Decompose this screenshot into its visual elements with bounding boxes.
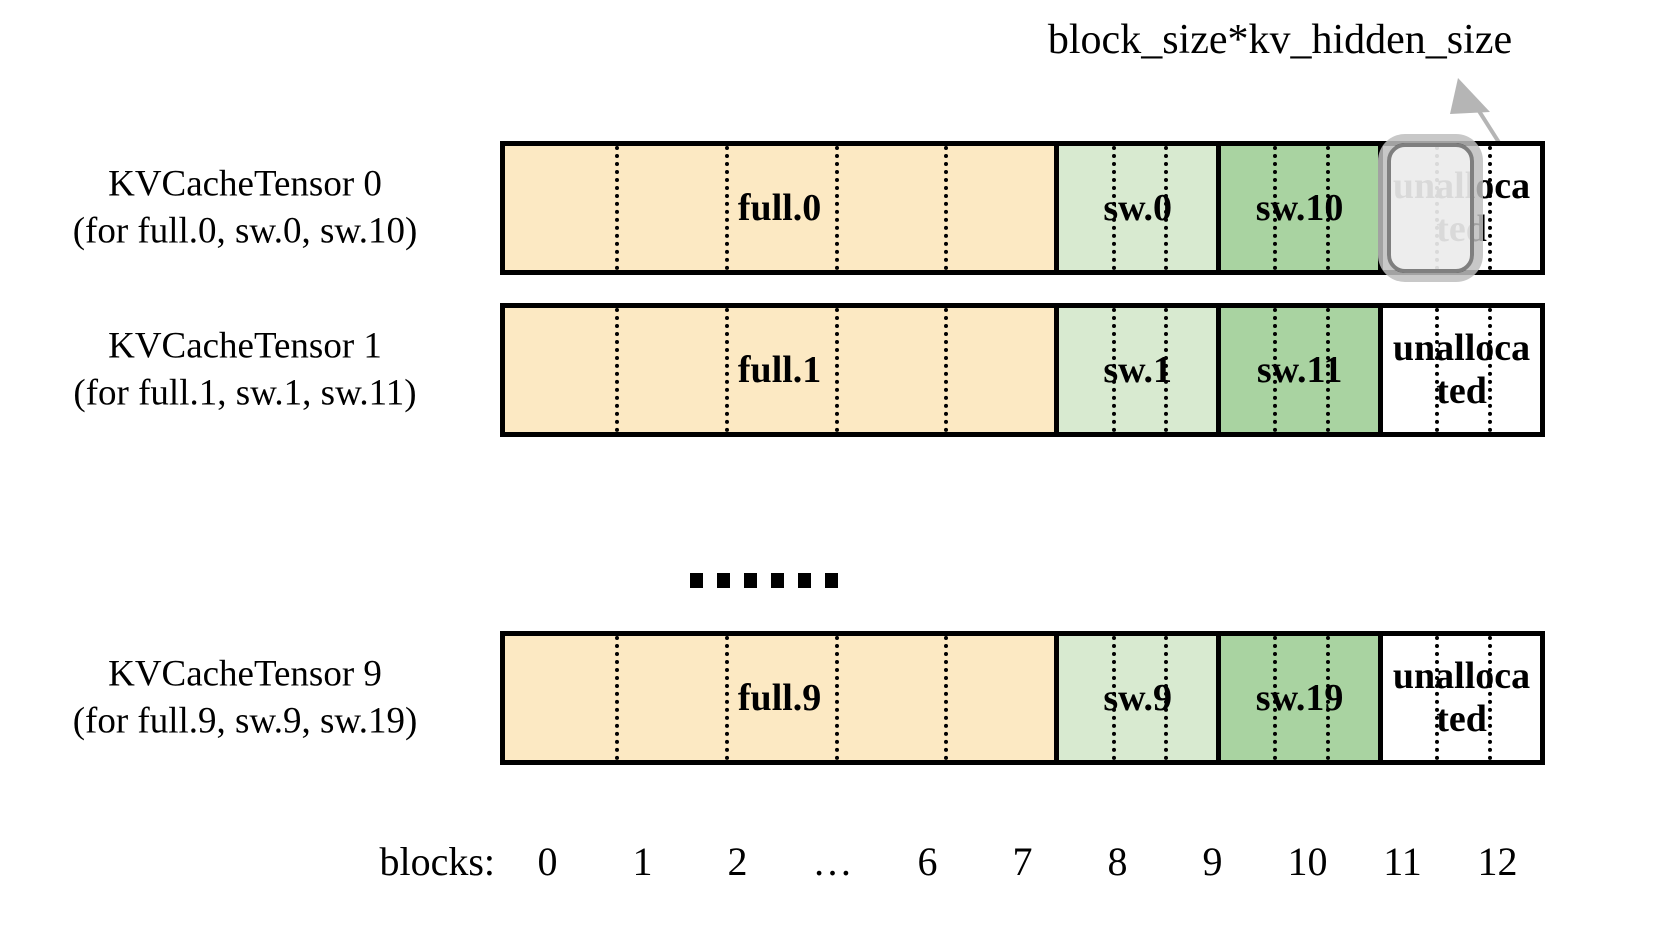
bar-segment-label: sw.1 xyxy=(1103,348,1173,391)
tensor-row-title: KVCacheTensor 0 xyxy=(108,163,382,205)
ellipsis-dot xyxy=(717,572,730,588)
tensor-row-title: KVCacheTensor 1 xyxy=(108,325,382,367)
bar-segment-sw-19[interactable]: sw.19 xyxy=(1221,636,1384,760)
block-index-tick: 6 xyxy=(917,839,938,884)
tensor-row: KVCacheTensor 9 (for full.9, sw.9, sw.19)… xyxy=(0,628,1676,768)
bar-segment-label: sw.9 xyxy=(1103,676,1173,719)
tensor-row-title: KVCacheTensor 9 xyxy=(108,653,382,695)
bar-segment-full-0[interactable]: full.0 xyxy=(505,146,1060,270)
bar-segment-full-1[interactable]: full.1 xyxy=(505,308,1060,432)
tensor-row-label: KVCacheTensor 1 (for full.1, sw.1, sw.11) xyxy=(10,323,480,418)
tensor-row-label: KVCacheTensor 0 (for full.0, sw.0, sw.10) xyxy=(10,161,480,256)
block-size-annotation-label: block_size*kv_hidden_size xyxy=(1047,17,1513,63)
block-divider xyxy=(944,146,949,270)
bar-segment-label: full.1 xyxy=(737,348,822,391)
bar-segment-sw-1[interactable]: sw.1 xyxy=(1059,308,1222,432)
ellipsis-dot xyxy=(744,572,757,588)
highlighted-block-outline[interactable] xyxy=(1387,143,1474,273)
block-index-tick: 10 xyxy=(1287,839,1328,884)
bar-segment-label: sw.19 xyxy=(1255,676,1344,719)
block-divider xyxy=(724,146,729,270)
bar-segment-label: sw.11 xyxy=(1256,348,1343,391)
ellipsis-dot xyxy=(690,572,703,588)
bar-segment-sw-9[interactable]: sw.9 xyxy=(1059,636,1222,760)
block-divider xyxy=(834,636,839,760)
bar-segment-sw-0[interactable]: sw.0 xyxy=(1059,146,1222,270)
block-divider xyxy=(614,308,619,432)
block-index-tick: … xyxy=(812,839,853,884)
block-divider xyxy=(834,308,839,432)
block-index-tick: 9 xyxy=(1202,839,1223,884)
tensor-row-subtitle: (for full.1, sw.1, sw.11) xyxy=(73,373,417,414)
ellipsis-dot xyxy=(798,572,811,588)
block-divider xyxy=(944,636,949,760)
block-divider xyxy=(614,636,619,760)
block-index-tick: 7 xyxy=(1012,839,1033,884)
rows-ellipsis xyxy=(690,560,890,600)
tensor-row-label: KVCacheTensor 9 (for full.9, sw.9, sw.19) xyxy=(10,651,480,746)
bar-segment-label: sw.10 xyxy=(1255,186,1344,229)
bar-segment-sw-10[interactable]: sw.10 xyxy=(1221,146,1384,270)
block-divider xyxy=(944,308,949,432)
blocks-axis-title: blocks: xyxy=(379,839,495,884)
tensor-row: KVCacheTensor 0 (for full.0, sw.0, sw.10)… xyxy=(0,138,1676,278)
block-index-tick: 1 xyxy=(632,839,653,884)
block-index-tick: 2 xyxy=(727,839,748,884)
block-index-tick: 12 xyxy=(1477,839,1518,884)
bar-segment-full-9[interactable]: full.9 xyxy=(505,636,1060,760)
block-divider xyxy=(724,308,729,432)
bar-segment-label: full.0 xyxy=(737,186,822,229)
block-index-tick: 11 xyxy=(1383,839,1422,884)
block-index-tick: 0 xyxy=(537,839,558,884)
ellipsis-dot xyxy=(771,572,784,588)
tensor-row-subtitle: (for full.0, sw.0, sw.10) xyxy=(72,211,418,252)
bar-segment-label: full.9 xyxy=(737,676,822,719)
bar-segment-label: sw.0 xyxy=(1103,186,1173,229)
block-index-tick: 8 xyxy=(1107,839,1128,884)
ellipsis-dot xyxy=(825,572,838,588)
block-divider xyxy=(724,636,729,760)
bar-segment-sw-11[interactable]: sw.11 xyxy=(1221,308,1384,432)
block-divider xyxy=(614,146,619,270)
tensor-row: KVCacheTensor 1 (for full.1, sw.1, sw.11)… xyxy=(0,300,1676,440)
tensor-row-subtitle: (for full.9, sw.9, sw.19) xyxy=(72,701,418,742)
block-divider xyxy=(834,146,839,270)
